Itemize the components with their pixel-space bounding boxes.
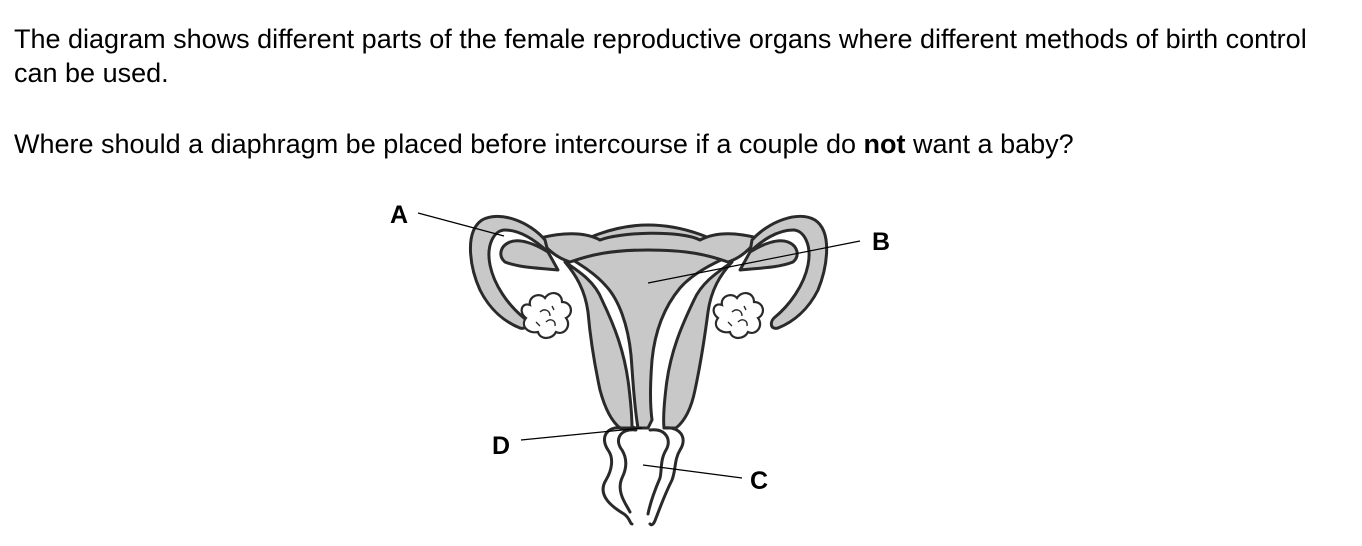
vagina-left-wall-inner (617, 428, 638, 514)
right-tube-inner (738, 239, 799, 272)
label-d: D (492, 432, 510, 460)
vagina-right-wall (648, 426, 685, 527)
uterus-left-wall (563, 260, 634, 430)
right-fallopian-tube (748, 214, 829, 330)
question-text: The diagram shows different parts of the… (14, 22, 1349, 161)
leader-a (417, 212, 505, 237)
left-ovary (520, 292, 572, 340)
vagina-left-wall (601, 426, 634, 526)
prompt-emphasis: not (863, 129, 906, 159)
leader-d (520, 427, 643, 441)
left-tube-inner (499, 239, 560, 272)
right-ovary (712, 292, 764, 340)
leader-c (642, 464, 743, 479)
leader-b (647, 240, 861, 284)
label-c: C (750, 467, 768, 495)
prompt-before: Where should a diaphragm be placed befor… (14, 129, 864, 159)
prompt-after: want a baby? (905, 129, 1074, 159)
question-prompt: Where should a diaphragm be placed befor… (14, 127, 1349, 161)
question-intro: The diagram shows different parts of the… (14, 24, 1307, 88)
uterus-fundus (538, 231, 760, 264)
label-a: A (390, 201, 408, 229)
vagina-right-wall-inner (646, 428, 670, 516)
label-b: B (872, 228, 890, 256)
